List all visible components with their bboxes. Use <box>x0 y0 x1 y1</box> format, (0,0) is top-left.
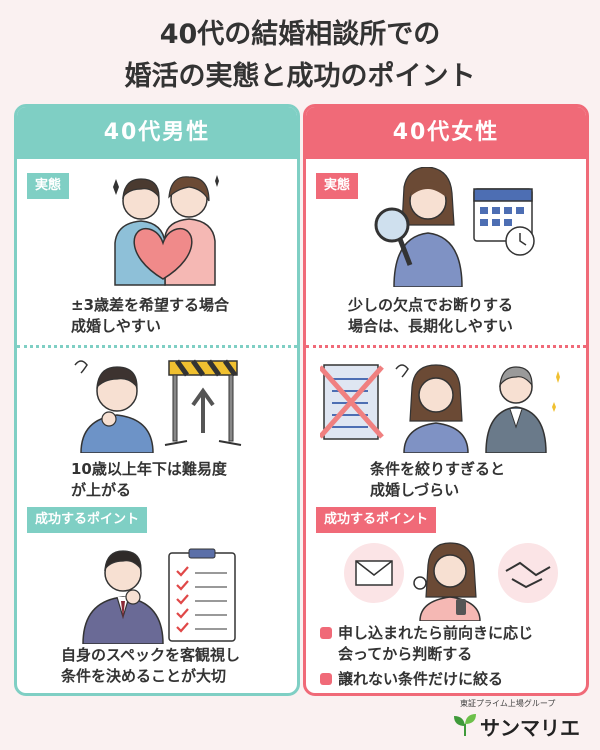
male-divider-1 <box>17 345 297 348</box>
logo-subtitle: 東証プライム上場グループ <box>460 699 556 708</box>
woman-magnifier-calendar-illustration <box>374 167 535 287</box>
female-reality-text-1: 少しの欠点でお断りする 場合は、長期化しやすい <box>348 295 513 337</box>
page-title: 40代の結婚相談所での 婚活の実態と成功のポイント <box>0 14 600 98</box>
checklist-clipboard-illustration <box>168 548 236 642</box>
leaf-logo-icon <box>454 714 476 736</box>
bullet-square-icon <box>320 673 332 685</box>
female-reality-text-1-line-2: 場合は、長期化しやすい <box>348 317 513 335</box>
female-reality-text-2-line-1: 条件を絞りすぎると <box>370 460 506 478</box>
male-point-text-line-1: 自身のスペックを客観視し <box>61 646 240 664</box>
female-divider-1 <box>306 345 586 348</box>
male-reality-text-2-line-1: 10歳以上年下は難易度 <box>71 460 227 478</box>
male-reality-text-2-line-2: が上がる <box>71 481 132 499</box>
male-reality-tag: 実態 <box>27 173 70 199</box>
female-point-tag: 成功するポイント <box>316 507 437 533</box>
female-bullet-2-line-1: 譲れない条件だけに絞る <box>338 670 504 688</box>
male-point-text-line-2: 条件を決めることが大切 <box>61 667 227 685</box>
logo-name: サンマリエ <box>480 716 580 740</box>
female-heading: 40代女性 <box>306 107 586 159</box>
bullet-square-icon <box>320 627 332 639</box>
male-reality-text-1-line-1: ±3歳差を希望する場合 <box>71 296 230 314</box>
female-reality-text-2: 条件を絞りすぎると 成婚しづらい <box>370 459 505 501</box>
female-reality-text-2-line-2: 成婚しづらい <box>370 481 460 499</box>
sunmarie-logo: 東証プライム上場グループ サンマリエ <box>440 694 590 746</box>
female-reality-tag: 実態 <box>316 173 359 199</box>
female-point-bullet-1: 申し込まれたら前向きに応じ 会ってから判断する <box>320 623 533 665</box>
crossed-list-woman-man-illustration <box>320 364 560 453</box>
female-point-bullet-2: 譲れない条件だけに絞る <box>320 669 503 690</box>
title-line-1: 40代の結婚相談所での <box>159 19 441 50</box>
couple-heart-illustration <box>113 175 219 286</box>
female-bullet-1-line-2: 会ってから判断する <box>338 645 473 663</box>
female-column: 40代女性 実態 少しの欠点でお断りする 場合は、長期化しやすい <box>303 104 589 696</box>
male-reality-text-2: 10歳以上年下は難易度 が上がる <box>71 459 227 501</box>
male-column: 40代男性 実態 ±3歳差を希望する場合 成婚しやすい 1 <box>14 104 300 696</box>
male-reality-text-1: ±3歳差を希望する場合 成婚しやすい <box>71 295 229 337</box>
worried-man-illustration <box>74 360 154 453</box>
male-point-text: 自身のスペックを客観視し 条件を決めることが大切 <box>61 645 240 687</box>
mail-woman-handshake-illustration <box>344 542 558 621</box>
male-heading: 40代男性 <box>17 107 297 159</box>
female-bullet-1-line-1: 申し込まれたら前向きに応じ <box>338 624 534 642</box>
hurdle-barrier-illustration <box>164 359 242 446</box>
male-reality-text-1-line-2: 成婚しやすい <box>71 317 161 335</box>
male-point-tag: 成功するポイント <box>27 507 148 533</box>
title-line-2: 婚活の実態と成功のポイント <box>124 61 476 92</box>
thinking-businessman-illustration <box>82 550 164 644</box>
female-reality-text-1-line-1: 少しの欠点でお断りする <box>348 296 514 314</box>
